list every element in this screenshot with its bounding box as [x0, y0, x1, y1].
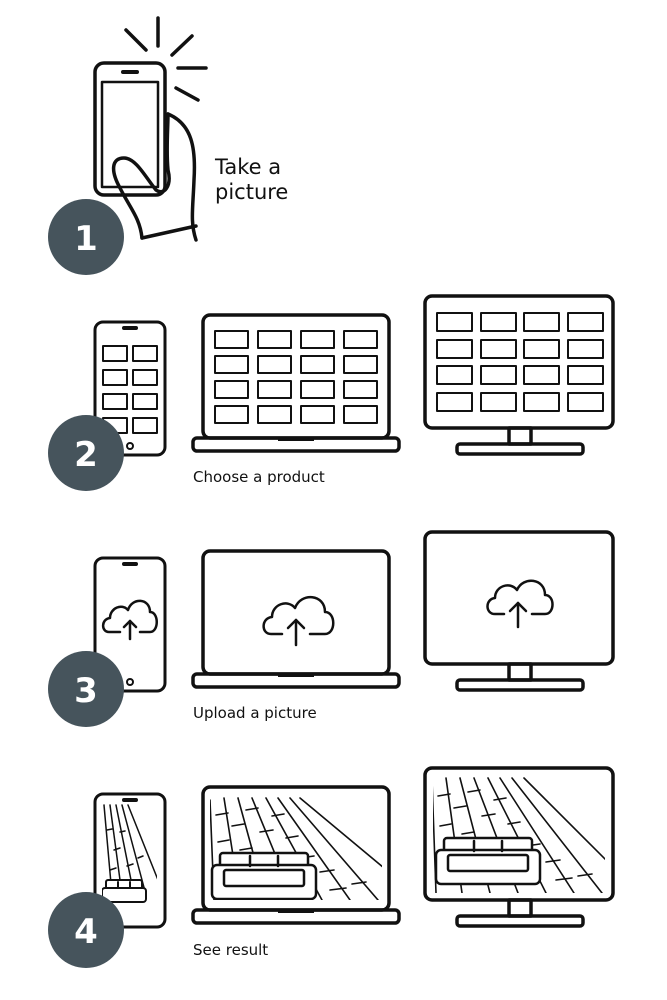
step-caption: Upload a picture [193, 704, 317, 722]
step-3: 3 Upload a picture [48, 530, 615, 727]
phone-icon [93, 556, 167, 693]
cloud-upload-icon [101, 599, 158, 641]
laptop-icon [191, 549, 401, 689]
step-1: 1 Take a picture [48, 16, 288, 275]
monitor-icon [423, 530, 615, 692]
room-floor-sofa-icon [102, 804, 157, 903]
step-number: 2 [74, 435, 98, 475]
step-title-line-1: Take a [214, 155, 281, 179]
phone-icon [93, 792, 167, 929]
step-badge-2: 2 [48, 415, 124, 491]
laptop-icon [191, 785, 401, 925]
step-caption: See result [193, 941, 268, 959]
cloud-upload-icon [262, 596, 335, 647]
step-number: 4 [74, 912, 98, 952]
step-number: 3 [74, 671, 98, 711]
room-floor-sofa-icon [433, 777, 605, 893]
hand-holding-phone-icon [93, 16, 208, 242]
room-floor-sofa-icon [210, 797, 382, 900]
step-badge-4: 4 [48, 892, 124, 968]
laptop-icon [191, 313, 401, 453]
monitor-icon [423, 766, 615, 928]
step-4: 4 See result [48, 766, 615, 968]
monitor-icon [423, 294, 615, 456]
step-caption: Choose a product [193, 468, 325, 486]
step-title-line-2: picture [215, 180, 288, 204]
step-badge-3: 3 [48, 651, 124, 727]
step-number: 1 [74, 219, 98, 259]
step-2: 2 Choose a product [48, 294, 615, 491]
step-badge-1: 1 [48, 199, 124, 275]
cloud-upload-icon [486, 579, 554, 629]
